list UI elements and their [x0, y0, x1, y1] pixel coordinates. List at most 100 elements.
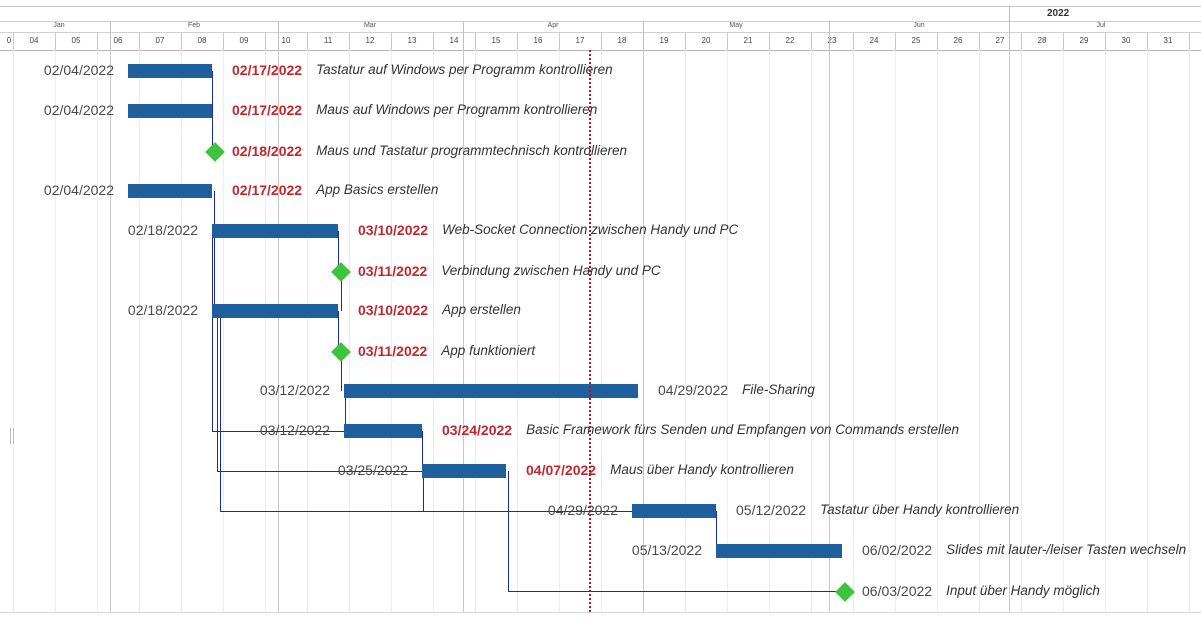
task-name[interactable]: Tastatur auf Windows per Programm kontro…: [316, 62, 613, 77]
month-grid-line: [110, 50, 111, 612]
task-name[interactable]: Tastatur über Handy kontrollieren: [820, 502, 1020, 517]
task-name[interactable]: Input über Handy möglich: [946, 583, 1100, 598]
month-label: May: [729, 22, 743, 29]
today-marker: [589, 50, 591, 612]
week-separator: [307, 32, 308, 50]
task-name[interactable]: App funktioniert: [441, 343, 536, 358]
task-name[interactable]: App erstellen: [442, 302, 521, 317]
task-name[interactable]: Verbindung zwischen Handy und PC: [441, 263, 661, 278]
grid-line: [475, 50, 476, 612]
week-label: 22: [785, 36, 795, 45]
week-label: 04: [29, 36, 39, 45]
week-separator: [1021, 32, 1022, 50]
month-grid-line: [643, 50, 644, 612]
month-separator: [1009, 21, 1010, 50]
task-end-date: 04/29/2022: [658, 382, 729, 398]
grid-line: [895, 50, 896, 612]
grid-line: [1147, 50, 1148, 612]
dependency-line: [716, 511, 717, 551]
task-end-date: 06/03/2022: [862, 583, 933, 599]
task-name[interactable]: Basic Framework fürs Senden und Empfange…: [526, 422, 960, 437]
week-separator: [727, 32, 728, 50]
task-bar[interactable]: [344, 424, 422, 438]
milestone-diamond[interactable]: [205, 142, 225, 162]
week-separator: [1147, 32, 1148, 50]
milestone-diamond[interactable]: [331, 342, 351, 362]
task-bar[interactable]: [128, 104, 212, 118]
month-label: Jun: [913, 22, 925, 29]
task-bar[interactable]: [128, 64, 212, 78]
timeline-week-row: [0, 32, 1201, 51]
month-label: Jan: [53, 22, 65, 29]
task-name[interactable]: Maus über Handy kontrollieren: [610, 462, 794, 477]
week-label: 17: [575, 36, 585, 45]
task-bar[interactable]: [212, 224, 338, 238]
task-bar[interactable]: [632, 504, 716, 518]
week-separator: [517, 32, 518, 50]
grid-line: [55, 50, 56, 612]
task-start-date: 02/04/2022: [43, 182, 114, 198]
week-separator: [97, 32, 98, 50]
grid-line: [1189, 50, 1190, 612]
week-separator: [349, 32, 350, 50]
week-separator: [853, 32, 854, 50]
week-label: 15: [491, 36, 501, 45]
task-name[interactable]: Maus und Tastatur programmtechnisch kont…: [316, 143, 627, 158]
week-label: 19: [659, 36, 669, 45]
month-separator: [463, 21, 464, 50]
task-name[interactable]: App Basics erstellen: [316, 182, 439, 197]
grid-line: [517, 50, 518, 612]
dependency-line: [214, 231, 215, 311]
week-label: 18: [617, 36, 627, 45]
grid-line: [685, 50, 686, 612]
grid-line: [1105, 50, 1106, 612]
grid-line: [601, 50, 602, 612]
grid-line: [937, 50, 938, 612]
milestone-diamond[interactable]: [331, 262, 351, 282]
month-separator: [110, 21, 111, 50]
week-separator: [433, 32, 434, 50]
dependency-line: [341, 272, 342, 311]
task-start-date: 02/04/2022: [43, 62, 114, 78]
week-label: 11: [323, 36, 333, 45]
week-separator: [769, 32, 770, 50]
week-label: 13: [407, 36, 417, 45]
week-separator: [601, 32, 602, 50]
week-label: 05: [71, 36, 81, 45]
week-label: 0: [6, 36, 12, 45]
task-name[interactable]: File-Sharing: [742, 382, 815, 397]
month-label: Mar: [363, 22, 377, 29]
task-bar[interactable]: [128, 184, 212, 198]
week-separator: [475, 32, 476, 50]
week-separator: [685, 32, 686, 50]
task-end-date: 02/17/2022: [232, 102, 303, 118]
week-label: 20: [701, 36, 711, 45]
task-name[interactable]: Maus auf Windows per Programm kontrollie…: [316, 102, 598, 117]
dependency-line: [422, 431, 423, 471]
resize-handle[interactable]: [10, 428, 14, 444]
task-bar[interactable]: [422, 464, 506, 478]
dependency-line: [220, 311, 221, 511]
task-bar[interactable]: [716, 544, 842, 558]
week-label: 06: [113, 36, 123, 45]
task-end-date: 02/17/2022: [232, 182, 303, 198]
week-label: 21: [743, 36, 753, 45]
grid-line: [181, 50, 182, 612]
month-label: Jul: [1096, 22, 1106, 29]
grid-line: [1063, 50, 1064, 612]
week-separator: [1189, 32, 1190, 50]
milestone-diamond[interactable]: [835, 582, 855, 602]
week-label: 10: [281, 36, 291, 45]
dependency-line: [508, 591, 838, 592]
timeline-month-row: [0, 21, 1201, 33]
task-end-date: 03/10/2022: [358, 302, 429, 318]
task-bar[interactable]: [212, 304, 338, 318]
task-end-date: 03/10/2022: [358, 222, 429, 238]
task-name[interactable]: Slides mit lauter-/leiser Tasten wechsel…: [946, 542, 1187, 557]
month-grid-line: [463, 50, 464, 612]
task-bar[interactable]: [344, 384, 638, 398]
task-start-date: 02/04/2022: [43, 102, 114, 118]
year-separator: [1009, 6, 1010, 21]
dependency-line: [338, 311, 339, 352]
dependency-line: [341, 352, 342, 391]
